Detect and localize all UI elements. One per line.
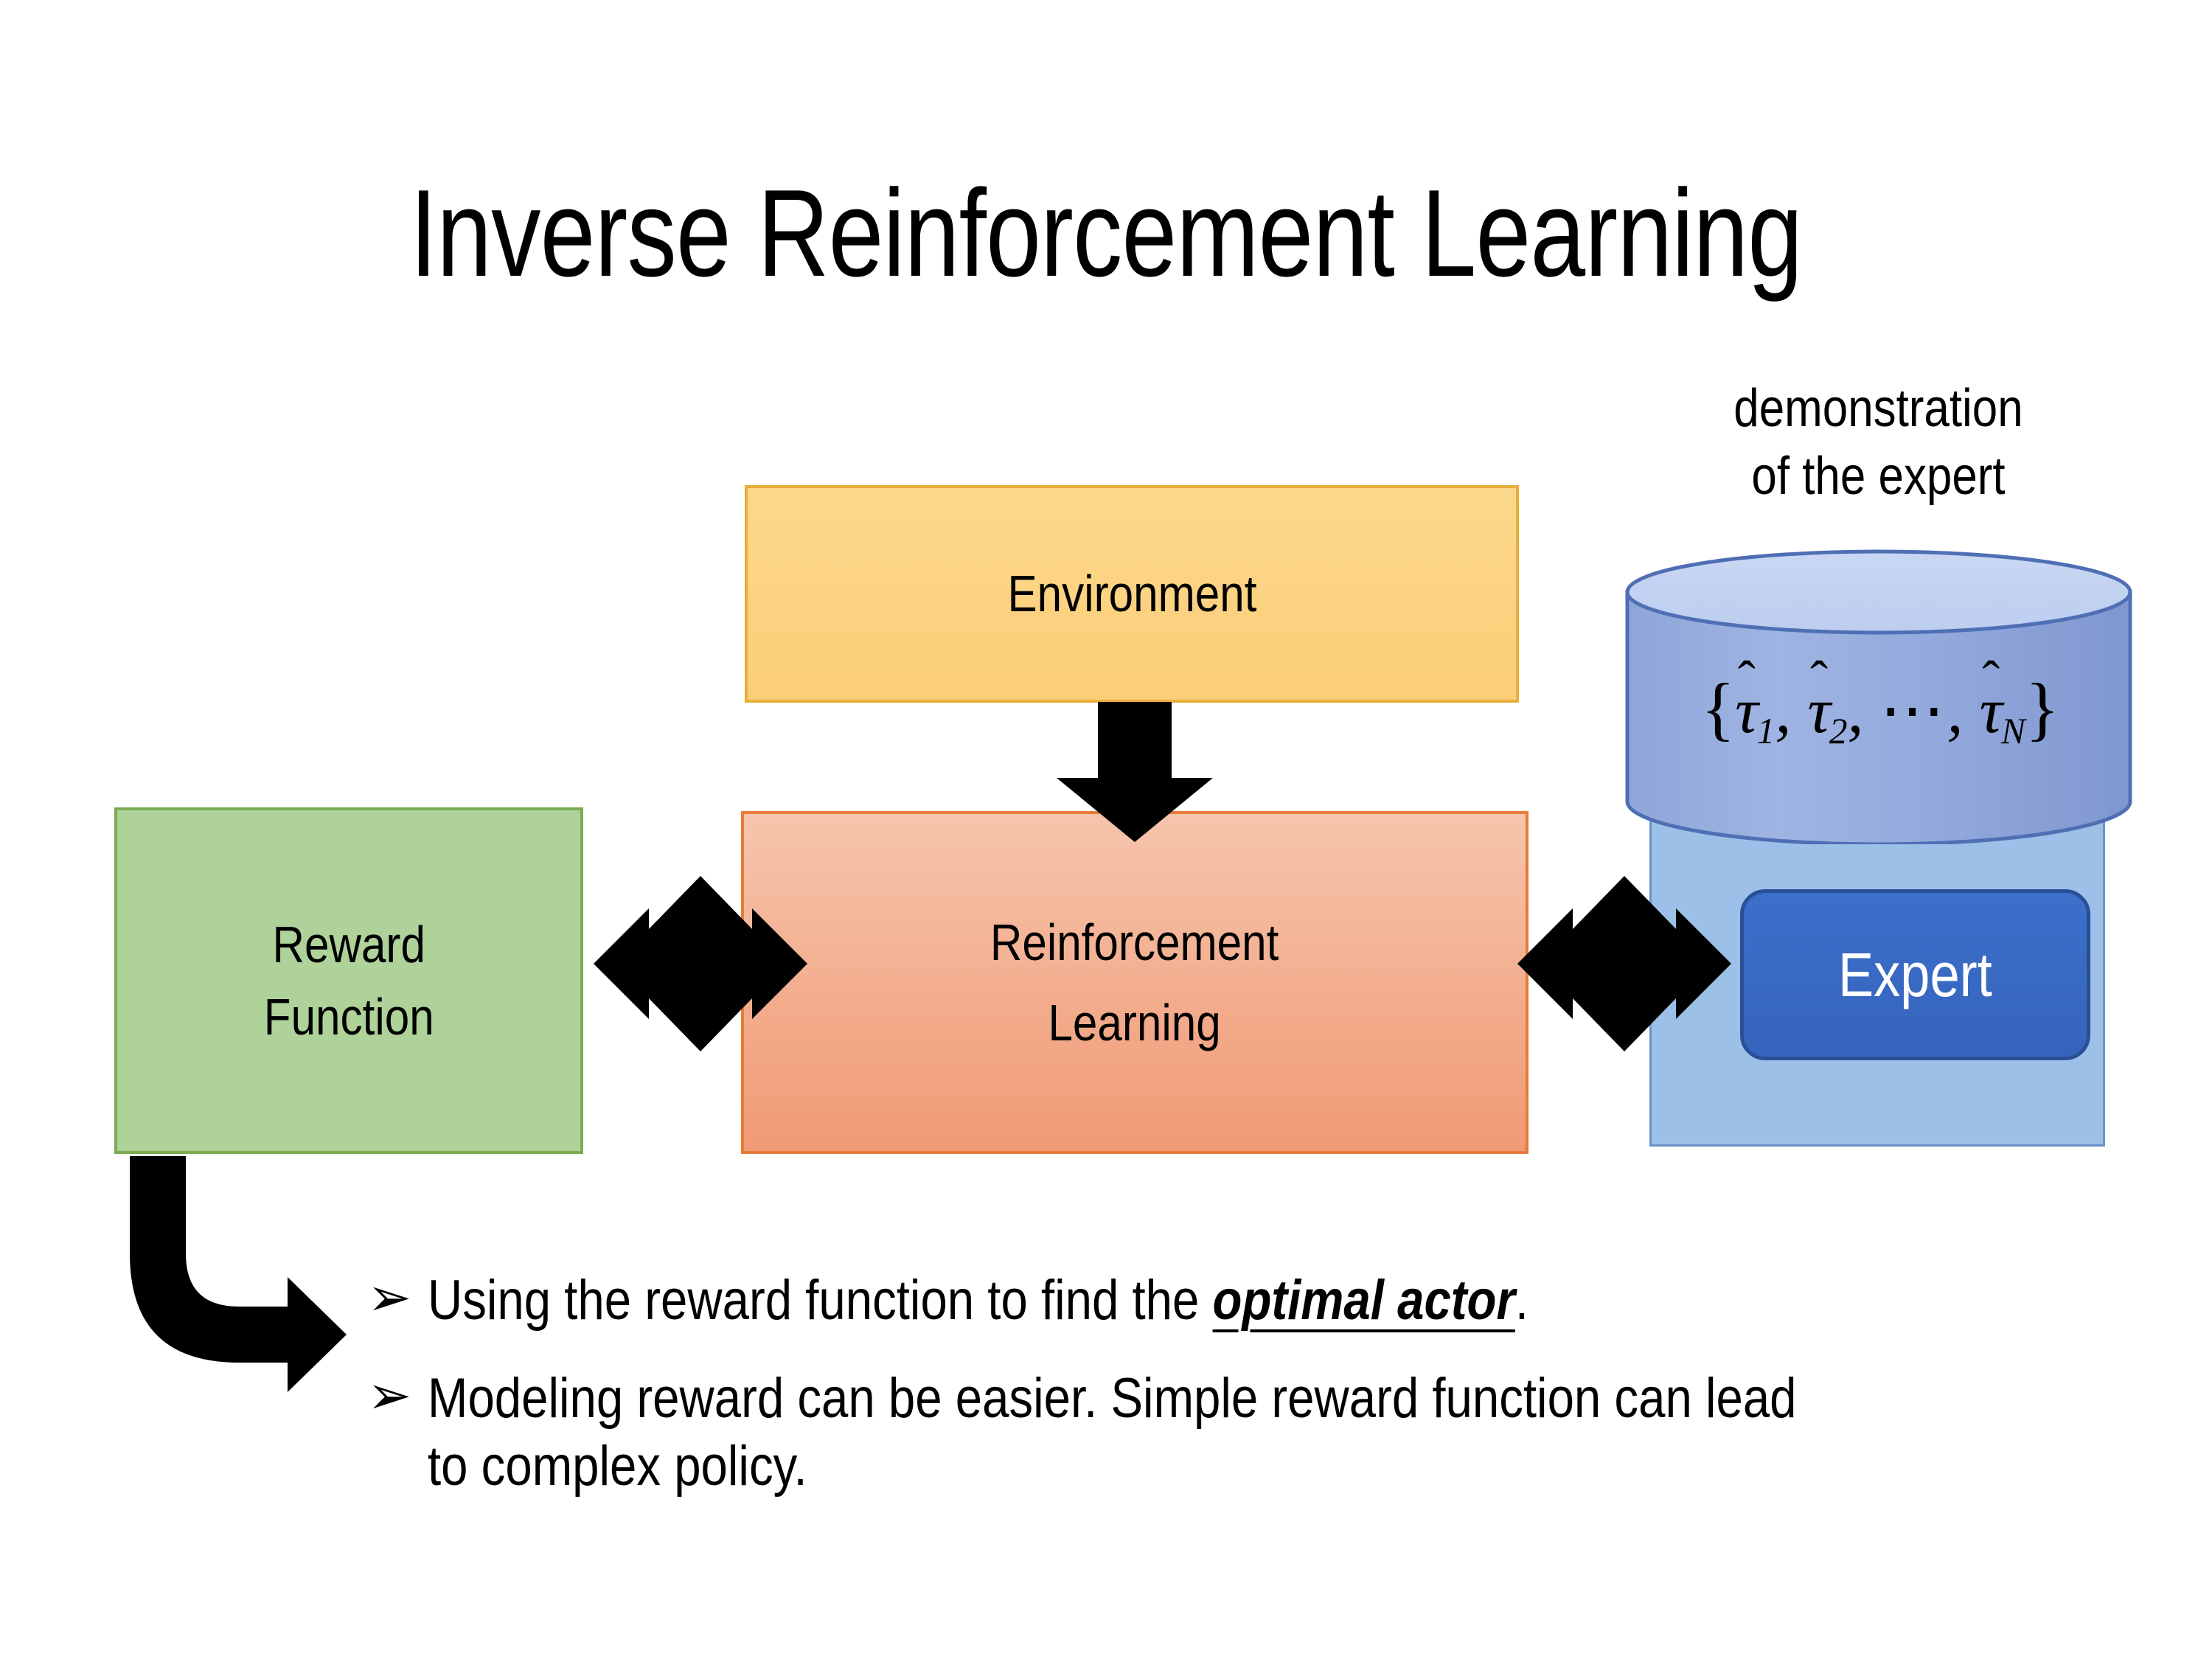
bullet-1-emphasis: optimal actor	[1212, 1269, 1515, 1332]
bullet-marker-icon: ➢	[367, 1268, 412, 1327]
formula-comma-2: ,	[1847, 675, 1864, 747]
expert-label: Expert	[1838, 939, 1992, 1009]
formula-close-brace: }	[2025, 669, 2059, 748]
demonstration-caption: demonstration of the expert	[1733, 379, 2023, 507]
cylinder-shape	[1625, 549, 2132, 846]
list-item: ➢ Modeling reward can be easier. Simple …	[367, 1365, 2063, 1501]
list-item: ➢ Using the reward function to find the …	[367, 1267, 2063, 1335]
formula-comma-1: ,	[1775, 675, 1792, 747]
formula-comma-3: ,	[1947, 675, 1964, 747]
reward-function-label: Reward Function	[263, 916, 434, 1046]
reinforcement-learning-label: Reinforcement Learning	[990, 914, 1279, 1051]
bullet-marker-icon: ➢	[367, 1366, 412, 1425]
page-title: Inverse Reinforcement Learning	[409, 164, 1803, 302]
environment-label: Environment	[1007, 565, 1256, 622]
bullet-list: ➢ Using the reward function to find the …	[367, 1267, 2063, 1531]
formula-open-brace: {	[1701, 669, 1736, 748]
formula-sub-n: N	[2000, 710, 2025, 751]
bullet-2-prefix: Modeling reward can be easier. Simple re…	[428, 1366, 1797, 1498]
bullet-1-suffix: .	[1514, 1269, 1529, 1332]
formula-ellipsis: ⋯	[1879, 675, 1947, 747]
environment-node[interactable]: Environment	[745, 485, 1519, 703]
bent-arrow-reward-to-bullet	[130, 1156, 347, 1392]
expert-node[interactable]: Expert	[1740, 889, 2090, 1060]
reward-function-node[interactable]: Reward Function	[114, 807, 583, 1154]
formula-tau-2: ̂τ	[1807, 675, 1831, 747]
reinforcement-learning-node[interactable]: Reinforcement Learning	[741, 811, 1528, 1154]
demonstration-cylinder	[1624, 549, 2133, 846]
bullet-1-prefix: Using the reward function to find the	[428, 1269, 1213, 1332]
formula-sub-1: 1	[1756, 710, 1775, 751]
formula-sub-2: 2	[1829, 710, 1848, 751]
bullet-text-2: Modeling reward can be easier. Simple re…	[428, 1365, 1834, 1501]
formula-tau-n: ̂τ	[1979, 675, 2003, 747]
bullet-text-1: Using the reward function to find the op…	[428, 1267, 1834, 1335]
demonstration-formula: {̂τ1, ̂τ2, ⋯, ̂τN}	[1674, 667, 2087, 752]
formula-tau-1: ̂τ	[1735, 675, 1759, 747]
